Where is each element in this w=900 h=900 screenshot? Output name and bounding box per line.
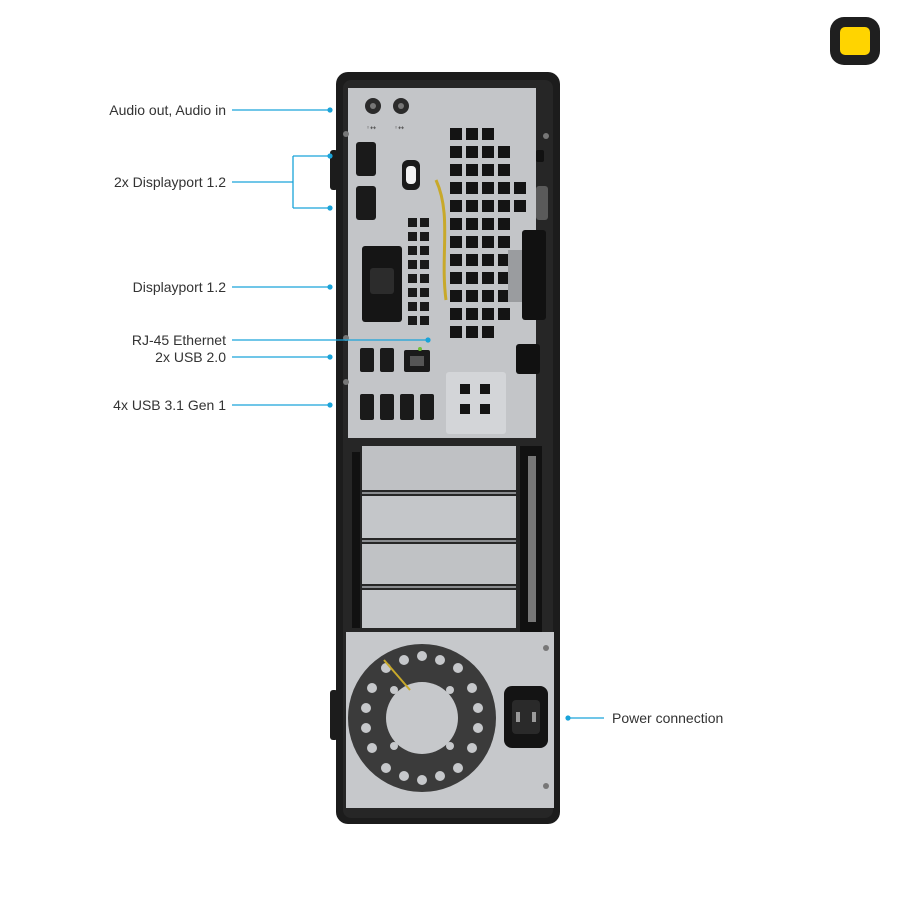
callout-rj45: RJ-45 Ethernet <box>131 332 226 348</box>
usb31-port-1 <box>360 394 374 420</box>
callout-lines <box>232 107 604 721</box>
callout-usb31: 4x USB 3.1 Gen 1 <box>113 397 226 413</box>
vent-grid <box>450 128 526 338</box>
callout-power: Power connection <box>612 710 724 726</box>
power-supply <box>346 632 554 808</box>
io-panel: ◦↔ ◦↔ <box>343 88 549 438</box>
usb2-port-2 <box>380 348 394 372</box>
usb2-port-1 <box>360 348 374 372</box>
callout-displayport-single: Displayport 1.2 <box>132 279 226 295</box>
displayport-1 <box>356 142 376 176</box>
svg-text:◦↔: ◦↔ <box>366 124 376 132</box>
callout-displayport-pair: 2x Displayport 1.2 <box>113 174 226 190</box>
brand-badge-square <box>840 27 870 55</box>
usb31-port-4 <box>420 394 434 420</box>
expansion-slots <box>352 446 542 634</box>
displayport-2 <box>356 186 376 220</box>
usb31-port-3 <box>400 394 414 420</box>
svg-text:◦↔: ◦↔ <box>394 124 404 132</box>
callout-usb2: 2x USB 2.0 <box>155 349 226 365</box>
usb31-port-2 <box>380 394 394 420</box>
callout-audio: Audio out, Audio in <box>109 102 226 118</box>
brand-badge-icon <box>830 17 880 65</box>
